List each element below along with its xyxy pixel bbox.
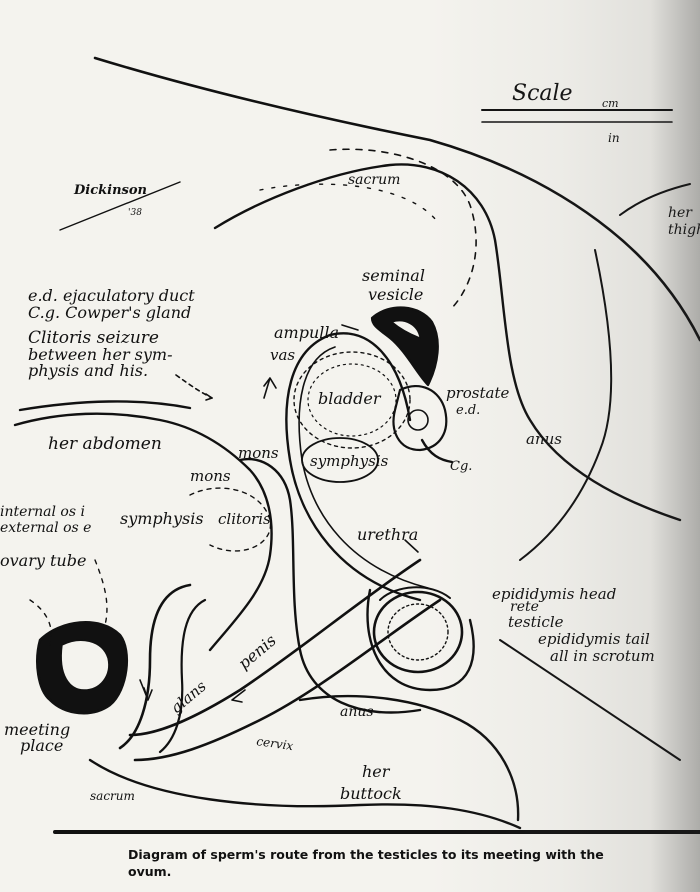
label-her-thigh-1: her <box>668 205 693 221</box>
legend-line-3: Clitoris seizure <box>28 328 159 348</box>
vas-deferens <box>285 332 422 602</box>
label-place: place <box>20 736 63 755</box>
prostate <box>392 385 448 452</box>
seminal-vesicle <box>370 306 439 387</box>
label-mons-her: mons <box>190 467 231 485</box>
label-epididymis-head: epididymis head <box>492 585 616 603</box>
sacrum-curve <box>329 148 477 311</box>
label-urethra: urethra <box>357 525 418 544</box>
label-cervix: cervix <box>256 734 295 753</box>
legend-line-5: physis and his. <box>28 361 148 380</box>
label-epididymis-tail: epididymis tail <box>538 630 650 648</box>
label-clitoris: clitoris <box>218 510 271 528</box>
route-arrows <box>139 324 419 703</box>
label-symphysis-his: symphysis <box>310 452 389 470</box>
vaginal-canal <box>118 583 192 750</box>
legend-line-1: e.d. ejaculatory duct <box>28 286 195 305</box>
label-ed: e.d. <box>456 403 480 418</box>
label-her-buttock-1: her <box>362 762 391 781</box>
figure-caption: Diagram of sperm's route from the testic… <box>128 847 604 879</box>
signature-flourish <box>59 181 181 231</box>
label-mons-his: mons <box>238 444 279 462</box>
label-sacrum-top: sacrum <box>348 172 400 188</box>
label-ampulla: ampulla <box>274 323 339 342</box>
scale-bar <box>481 109 673 123</box>
her-clitoris-region <box>189 487 272 552</box>
label-sacrum-her: sacrum <box>90 789 135 803</box>
sacrum-curve-inner <box>259 183 441 226</box>
signature-name: Dickinson <box>73 183 147 198</box>
label-rete: rete <box>510 599 539 615</box>
label-all-in-scrotum: all in scrotum <box>550 647 655 665</box>
label-meeting: meeting <box>4 720 70 739</box>
label-seminal: seminal <box>362 266 425 285</box>
label-external-os: external os e <box>0 520 91 536</box>
label-internal-os: internal os i <box>0 504 85 520</box>
label-her-buttock-2: buttock <box>340 784 402 803</box>
label-cg: Cg. <box>450 459 472 474</box>
label-her-abdomen: her abdomen <box>48 434 162 454</box>
scale-unit-in: in <box>608 131 620 145</box>
scale-unit-cm: cm <box>602 97 619 110</box>
her-buttock-outline <box>298 694 520 822</box>
label-vesicle: vesicle <box>368 285 423 304</box>
label-prostate: prostate <box>446 384 509 402</box>
label-vas: vas <box>270 346 295 364</box>
bladder <box>293 351 411 449</box>
symphysis-his <box>301 437 379 483</box>
signature-year: '38 <box>128 208 142 218</box>
ovary-tube <box>29 599 52 646</box>
his-inner-back <box>519 249 613 561</box>
her-mons-outline <box>238 457 422 714</box>
testicle <box>372 590 464 674</box>
her-abdomen-outline <box>13 412 273 652</box>
label-symphysis-her: symphysis <box>120 509 204 528</box>
legend-line-2: C.g. Cowper's gland <box>28 303 191 322</box>
her-back-outline <box>88 758 522 830</box>
label-testicle: testicle <box>508 613 564 631</box>
label-bladder: bladder <box>318 389 382 408</box>
label-anus-her: anus <box>340 704 374 720</box>
label-anus-his: anus <box>526 430 562 448</box>
her-thigh-outline <box>619 183 691 216</box>
label-her-thigh-2: thigh <box>668 222 700 238</box>
her-front-outline <box>18 400 192 412</box>
label-ovary-tube: ovary tube <box>0 551 86 570</box>
scale-title: Scale <box>512 81 573 106</box>
legend-line-4: between her sym- <box>28 345 173 364</box>
his-body-outline <box>213 163 682 522</box>
his-back-outline <box>93 56 700 342</box>
scrotum <box>366 588 475 692</box>
